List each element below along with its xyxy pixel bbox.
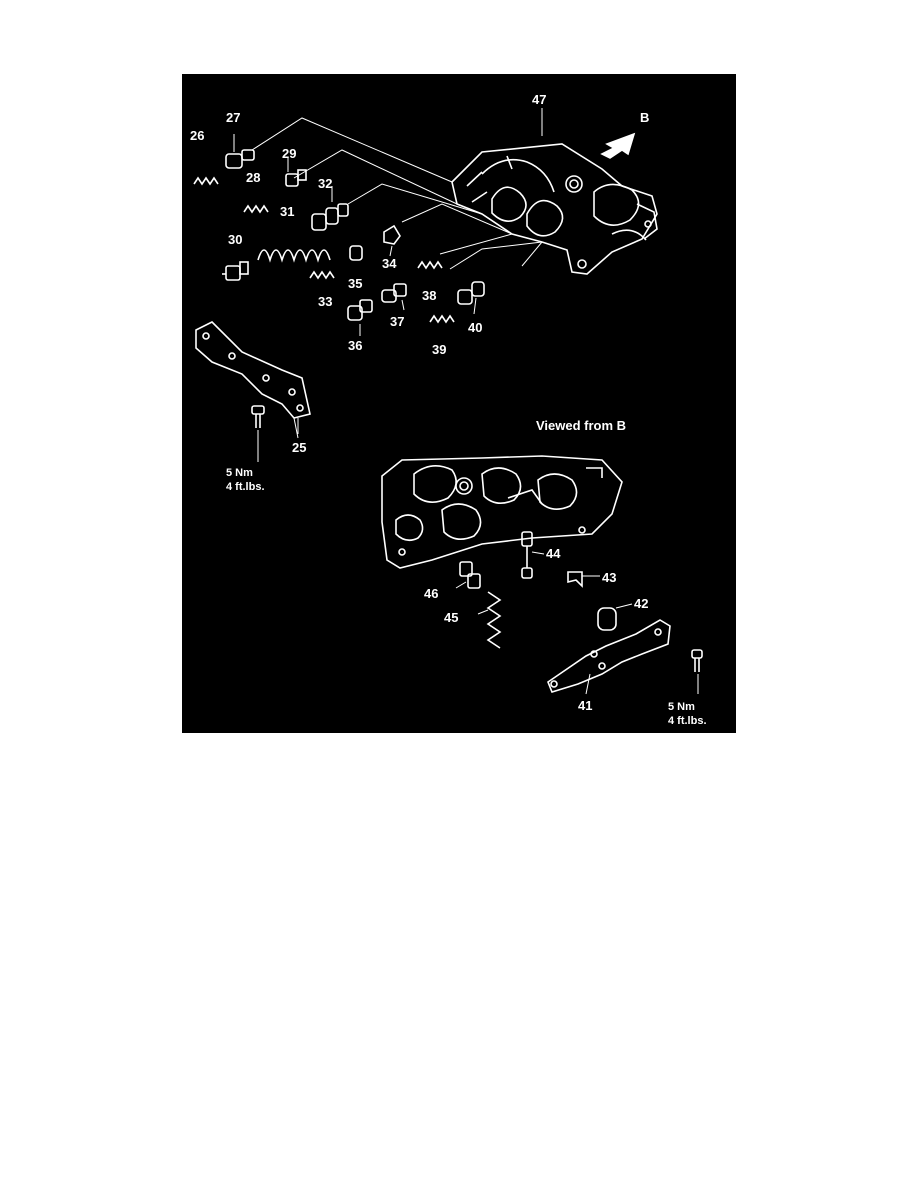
- assembly-leader-lines: [251, 117, 543, 270]
- valve-37: [381, 283, 407, 303]
- callout-39: 39: [432, 342, 446, 357]
- direction-b-label: B: [640, 110, 649, 125]
- plug-27: [225, 149, 255, 169]
- callout-leaders: [233, 108, 699, 695]
- callout-31: 31: [280, 204, 294, 219]
- bolt-right: [691, 649, 703, 672]
- valve-30: [222, 261, 249, 281]
- view-direction-arrow: [600, 132, 636, 159]
- diagram-canvas: 26 27 28 29 31 32 30 34 35 33 38 37 36 4…: [190, 92, 707, 727]
- plug-35: [349, 245, 363, 261]
- torque-right-line1: 5 Nm: [668, 701, 695, 713]
- exploded-valve-body-diagram: 26 27 28 29 31 32 30 34 35 33 38 37 36 4…: [182, 74, 736, 733]
- bolt-left: [251, 405, 265, 428]
- clip-43: [567, 571, 583, 588]
- callout-32: 32: [318, 176, 332, 191]
- valve-36: [347, 299, 373, 321]
- spring-33: [309, 270, 335, 280]
- callout-33: 33: [318, 294, 332, 309]
- callout-34: 34: [382, 256, 397, 271]
- callout-45: 45: [444, 610, 458, 625]
- callout-36: 36: [348, 338, 362, 353]
- plate-41: [547, 619, 671, 693]
- valve-44: [521, 531, 533, 579]
- callout-labels: 26 27 28 29 31 32 30 34 35 33 38 37 36 4…: [190, 92, 707, 727]
- spring-45: [486, 591, 502, 649]
- upper-valve-body: [451, 143, 658, 275]
- callout-46: 46: [424, 586, 438, 601]
- callout-43: 43: [602, 570, 616, 585]
- callout-42: 42: [634, 596, 648, 611]
- callout-37: 37: [390, 314, 404, 329]
- callout-47: 47: [532, 92, 546, 107]
- spring-38: [417, 260, 443, 270]
- callout-27: 27: [226, 110, 240, 125]
- callout-41: 41: [578, 698, 592, 713]
- spring-26: [193, 176, 219, 186]
- torque-left-line2: 4 ft.lbs.: [226, 481, 265, 493]
- callout-44: 44: [546, 546, 561, 561]
- callout-28: 28: [246, 170, 260, 185]
- valve-32: [311, 203, 349, 231]
- spring-39: [429, 314, 455, 324]
- callout-26: 26: [190, 128, 204, 143]
- torque-right-line2: 4 ft.lbs.: [668, 715, 707, 727]
- valve-29: [285, 169, 307, 187]
- spring-31: [257, 249, 331, 263]
- plate-25: [195, 321, 311, 419]
- callout-40: 40: [468, 320, 482, 335]
- view-caption: Viewed from B: [536, 418, 626, 433]
- valve-46: [459, 561, 481, 589]
- callout-29: 29: [282, 146, 296, 161]
- spring-28: [243, 204, 269, 214]
- callout-25: 25: [292, 440, 306, 455]
- callout-38: 38: [422, 288, 436, 303]
- callout-30: 30: [228, 232, 242, 247]
- callout-35: 35: [348, 276, 362, 291]
- clip-34: [383, 224, 401, 245]
- lower-valve-body: [381, 455, 623, 569]
- torque-left-line1: 5 Nm: [226, 467, 253, 479]
- plug-42: [597, 607, 617, 631]
- valve-40: [457, 281, 485, 305]
